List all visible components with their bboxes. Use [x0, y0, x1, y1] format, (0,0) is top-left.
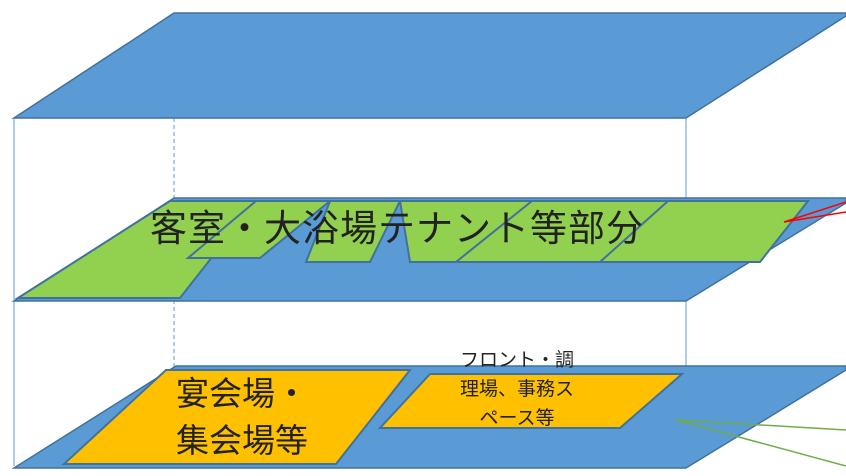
front-office-label: フロント・調 理場、事務ス ペース等 [428, 346, 606, 433]
front-office-area [377, 373, 685, 429]
red-callout-line [783, 201, 846, 223]
upper-floor-label: 客室・大浴場テナント等部分 [150, 207, 644, 250]
front-label-line-2: 理場、事務ス [459, 378, 574, 400]
banquet-label: 宴会場・ 集会場等 [176, 370, 308, 464]
front-label-line-3: ペース等 [479, 407, 555, 429]
green-callout-line [675, 419, 846, 431]
banquet-label-line-2: 集会場等 [176, 421, 308, 460]
roof-slab [11, 12, 846, 119]
guest-area-left [14, 200, 259, 299]
front-label-line-1: フロント・調 [459, 349, 574, 371]
green-callout-line-2 [675, 419, 846, 467]
banquet-area [61, 369, 413, 465]
guest-area-strip-1 [185, 200, 333, 259]
guest-area-strip-2 [304, 200, 402, 263]
banquet-label-line-1: 宴会場・ [176, 374, 308, 413]
red-callout-line-2 [783, 211, 846, 223]
guest-area-strip-5 [597, 200, 811, 263]
